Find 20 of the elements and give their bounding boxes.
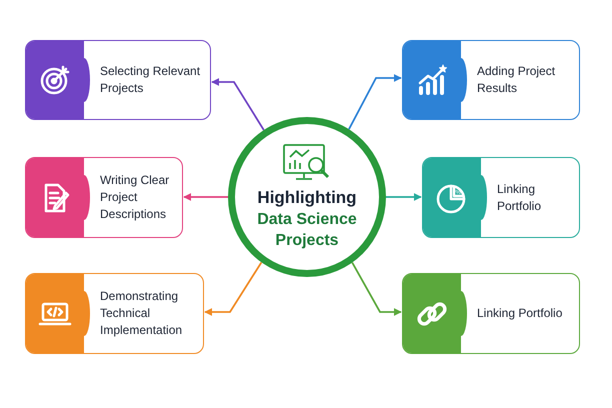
arrow <box>351 262 402 316</box>
topic-card <box>25 157 183 238</box>
topic-card <box>402 40 580 120</box>
arrow <box>183 193 228 201</box>
arrow <box>386 193 422 201</box>
hub-subtitle: Data Science Projects <box>256 210 358 251</box>
topic-card <box>25 40 211 120</box>
topic-card <box>422 157 580 238</box>
topic-label: Selecting Relevant Projects <box>99 63 202 97</box>
arrow <box>211 78 265 130</box>
topic-label: Linking Portfolio <box>496 180 542 214</box>
topic-label: Writing Clear Project Descriptions <box>99 172 170 223</box>
topic-card <box>402 273 580 354</box>
topic-label: Adding Project Results <box>476 63 556 97</box>
hub-title: Highlighting <box>257 187 357 209</box>
topic-card <box>25 273 204 354</box>
topic-label: Linking Portfolio <box>476 305 564 322</box>
arrow <box>204 262 262 316</box>
topic-label: Demonstrating Technical Implementation <box>99 288 184 339</box>
arrow <box>348 74 402 130</box>
